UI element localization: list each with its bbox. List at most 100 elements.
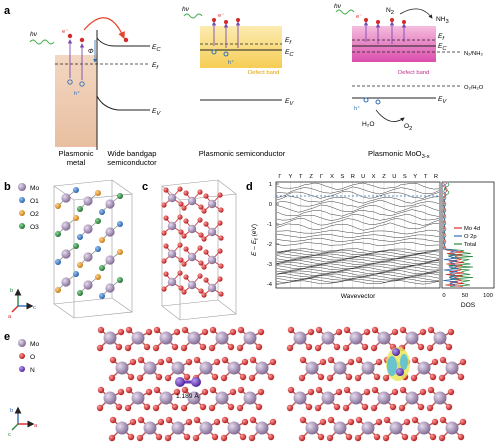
dos-curves xyxy=(442,182,474,287)
mo-atom xyxy=(143,361,157,375)
band-line xyxy=(276,278,440,283)
mo-atom xyxy=(105,199,115,209)
oxygen-atom xyxy=(178,229,184,235)
band-line xyxy=(276,229,440,235)
mo-atom xyxy=(321,331,335,345)
ef-sub: f xyxy=(156,65,159,71)
ef-label: E xyxy=(152,62,157,69)
electron-dot xyxy=(79,37,85,43)
panel-e: e Mo O N 1.189 Å xyxy=(4,326,467,442)
oxygen-atom xyxy=(241,418,249,426)
defect-band-fill xyxy=(352,26,436,62)
kpath-label: Γ xyxy=(278,174,282,180)
oxygen-atom xyxy=(163,271,169,277)
o2-sub: 2 xyxy=(409,126,412,132)
band-line xyxy=(276,222,440,231)
mo-atom xyxy=(83,196,93,206)
hole-label: h⁺ xyxy=(354,105,360,112)
n2-label: N xyxy=(386,7,391,14)
electron-dot xyxy=(212,18,216,22)
oxygen-atom xyxy=(213,418,221,426)
electron-dot xyxy=(67,33,73,39)
electron-dot xyxy=(236,18,240,22)
oxygen-atom xyxy=(161,202,167,208)
mo-atom xyxy=(115,421,129,435)
oxygen-atom xyxy=(183,218,189,224)
oxygen-atom xyxy=(99,265,105,271)
dos-frame xyxy=(441,181,495,289)
oxygen-atom xyxy=(347,358,355,366)
oxygen-atom xyxy=(389,403,397,411)
mo-atom xyxy=(171,361,185,375)
oxygen-atom xyxy=(99,293,105,299)
oxygen-atom xyxy=(136,374,144,382)
defect-band-fill xyxy=(200,26,282,68)
kpath-label: T xyxy=(424,174,428,180)
oxygen-atom xyxy=(161,230,167,236)
oxygen-atom xyxy=(382,434,390,442)
oxygen-atom xyxy=(354,374,362,382)
oxygen-atom xyxy=(298,434,306,442)
electron-dot xyxy=(123,37,129,43)
kpath-label: Y xyxy=(288,174,292,180)
kpath-label: U xyxy=(392,174,396,180)
oxygen-atom xyxy=(193,416,201,424)
oxygen-atom xyxy=(198,288,204,294)
oxygen-atom xyxy=(218,263,224,269)
oxygen-atom xyxy=(314,404,322,412)
oxygen-atom xyxy=(124,344,132,352)
oxygen-atom xyxy=(201,388,209,396)
mo-atom xyxy=(445,421,459,435)
oxygen-atom xyxy=(371,326,379,334)
mo-atom xyxy=(105,283,115,293)
oxygen-atom xyxy=(209,326,217,334)
band-line xyxy=(276,280,440,285)
svg-text:EV: EV xyxy=(285,98,294,107)
panel-label-a: a xyxy=(4,5,11,17)
oxygen-atom xyxy=(417,343,425,351)
oxygen-atom xyxy=(117,249,123,255)
band-ytick: 0 xyxy=(269,202,272,208)
oxygen-atom xyxy=(203,221,209,227)
oxygen-atom xyxy=(217,192,223,198)
oxygen-atom xyxy=(457,433,465,441)
oxygen-atom xyxy=(287,386,295,394)
band-ylabel: E – Ef (eV) xyxy=(251,224,260,256)
oxygen-atom xyxy=(161,258,167,264)
mo-atom xyxy=(187,331,201,345)
band-line xyxy=(276,213,440,221)
svg-text:Ef: Ef xyxy=(438,33,445,42)
mo-atom xyxy=(207,255,217,265)
oxygen-atom xyxy=(218,235,224,241)
dos-label: DOS xyxy=(461,302,476,309)
mo-atom xyxy=(167,193,177,203)
mo-atom xyxy=(115,361,129,375)
oxygen-atom xyxy=(201,292,207,298)
nh3-label: NH xyxy=(436,16,446,23)
electron-label: e⁻ xyxy=(356,14,362,20)
conduction-band-curve xyxy=(96,37,150,47)
oxygen-atom xyxy=(411,416,419,424)
oxygen-atom xyxy=(333,343,341,351)
oxygen-atom xyxy=(127,373,135,381)
oxygen-atom xyxy=(319,358,327,366)
metal-block xyxy=(55,55,97,147)
o2-h2o-label: O₂/H₂O xyxy=(464,85,484,91)
oxygen-atom xyxy=(99,209,105,215)
dos-tick-0: 0 xyxy=(442,293,445,299)
oxygen-atom xyxy=(217,276,223,282)
oxygen-atom xyxy=(124,404,132,412)
oxygen-atom xyxy=(73,187,79,193)
slab-structure-right xyxy=(286,326,467,442)
mo-atom xyxy=(417,361,431,375)
oxygen-atom xyxy=(255,343,263,351)
oxygen-atom xyxy=(447,388,455,396)
svg-text:Ef: Ef xyxy=(285,37,292,46)
hv-label: hν xyxy=(30,31,38,38)
n2-adsorbate-left: 1.189 Å xyxy=(175,377,201,400)
oxygen-atom xyxy=(198,260,204,266)
oxygen-atom xyxy=(239,433,247,441)
dos-legend: Mo 4d O 2p Total xyxy=(454,226,480,248)
oxygen-atom xyxy=(249,416,257,424)
oxygen-atom xyxy=(197,273,203,279)
